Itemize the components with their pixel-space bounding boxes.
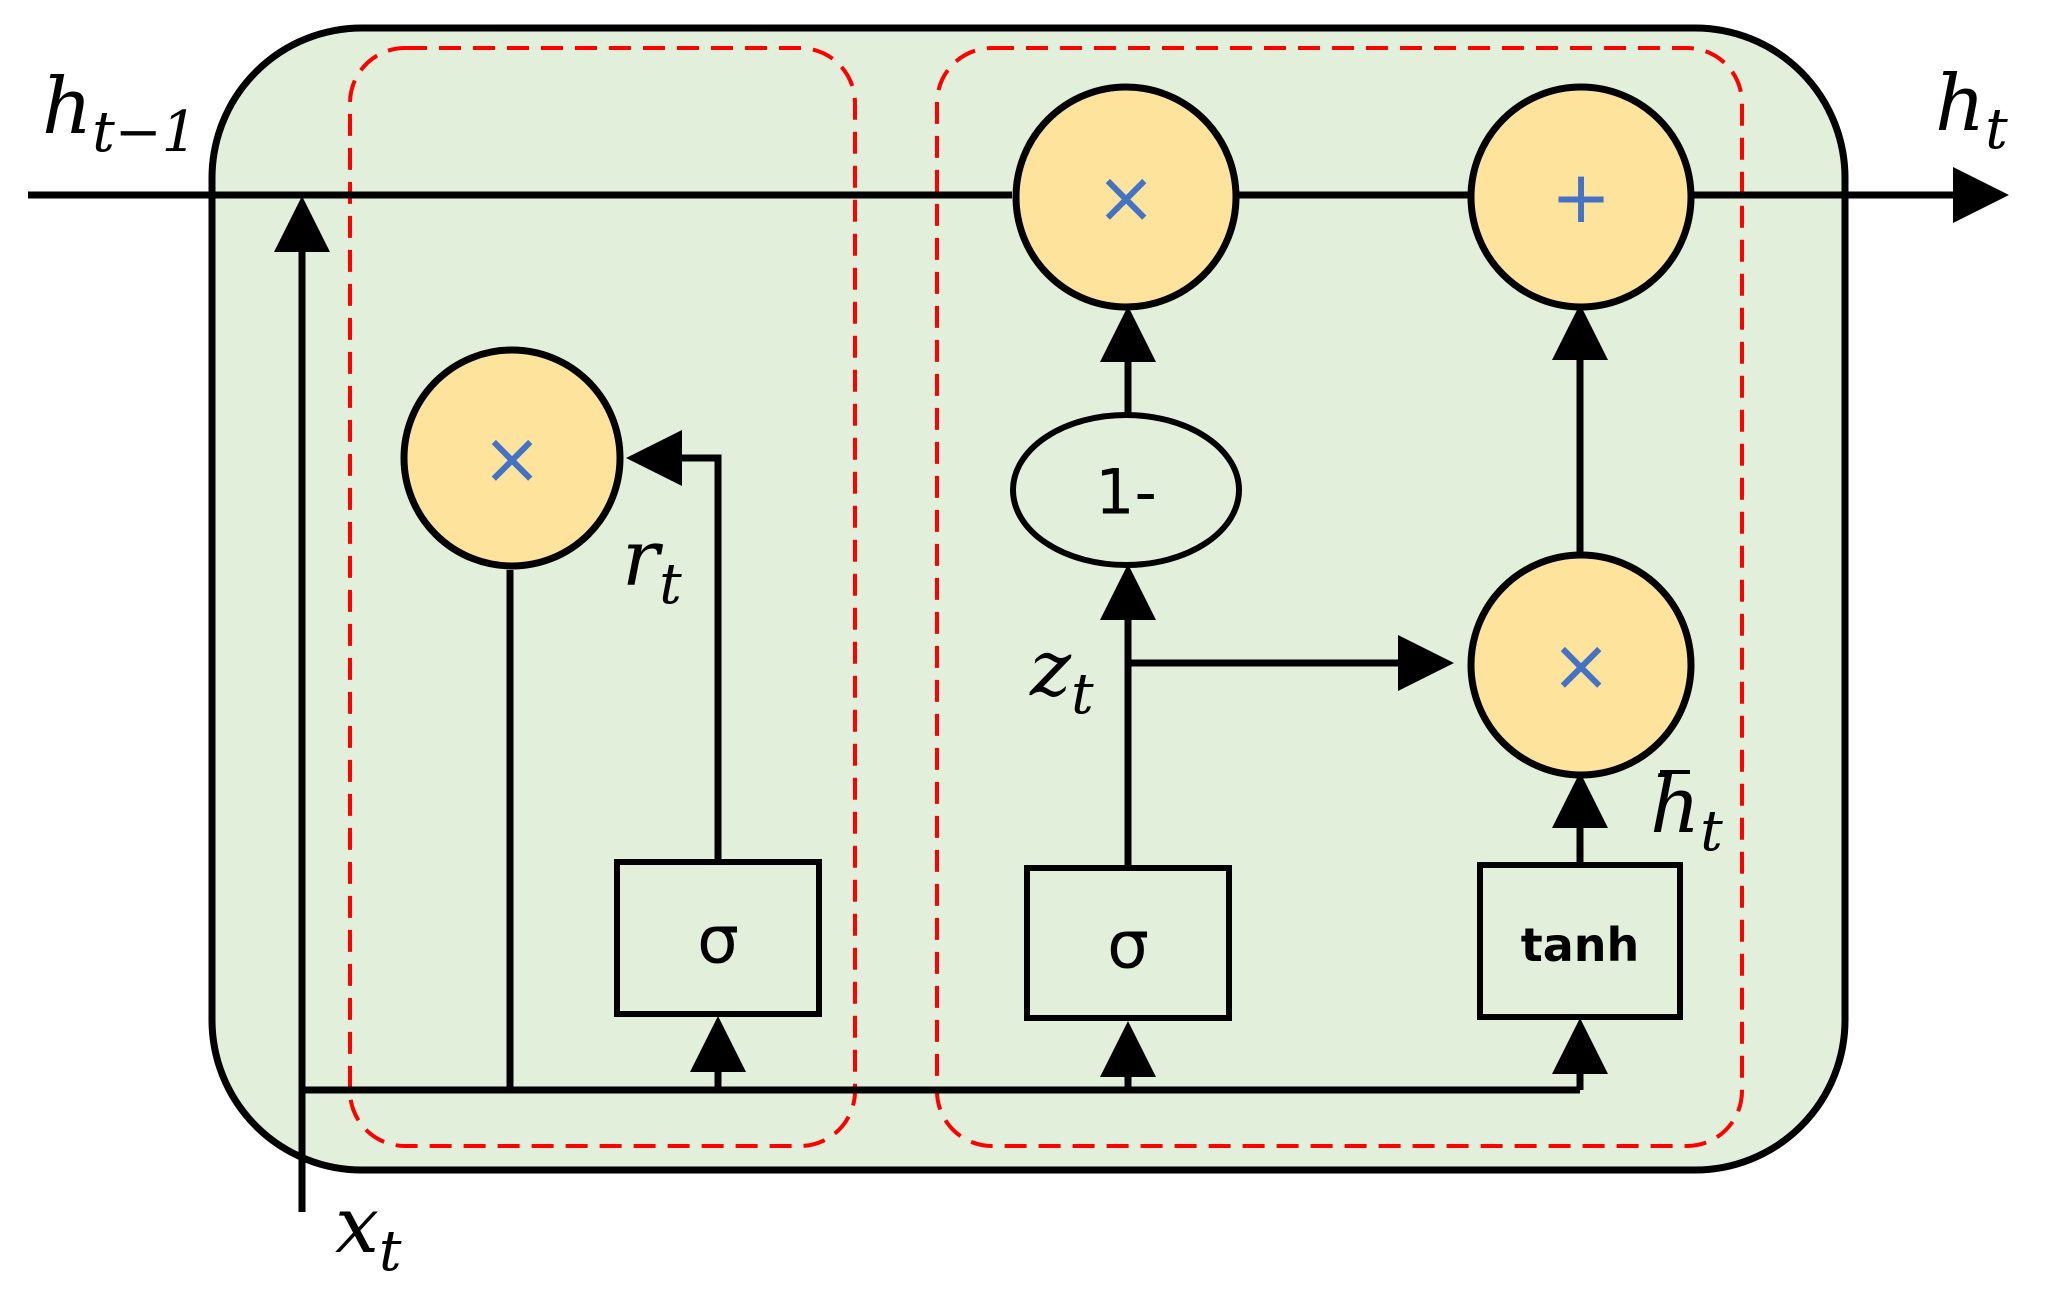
plus-icon: +	[1551, 155, 1611, 239]
label-x-input: xt	[335, 1181, 402, 1284]
gru-cell-body	[208, 24, 1849, 1174]
candidate-tanh-gate: tanh	[1477, 862, 1683, 1020]
multiply-icon: ×	[1096, 155, 1156, 239]
reset-gate-region	[348, 46, 857, 1148]
one-minus-label: 1-	[1095, 456, 1157, 529]
reset-multiply-op: ×	[400, 346, 624, 570]
update-gate-region	[935, 46, 1744, 1148]
reset-sigma-gate: σ	[614, 859, 822, 1017]
update-multiply-top-op: ×	[1012, 83, 1240, 311]
label-h-candidate: ht	[1650, 761, 1723, 864]
sigma-label: σ	[697, 902, 739, 979]
svg-text:ht: ht	[1650, 761, 1723, 864]
tanh-label: tanh	[1521, 918, 1640, 972]
update-add-op: +	[1467, 83, 1695, 311]
update-sigma-gate: σ	[1024, 865, 1232, 1021]
label-r-gate: rt	[622, 514, 682, 617]
multiply-icon: ×	[482, 416, 542, 500]
update-multiply-mid-op: ×	[1467, 551, 1695, 779]
label-h-out: ht	[1935, 59, 2008, 162]
rt-signal-line	[626, 430, 722, 862]
sigma-label: σ	[1107, 907, 1149, 984]
one-minus-op: 1-	[1010, 412, 1242, 568]
label-z-gate: zt	[1029, 624, 1094, 727]
label-h-prev: ht−1	[42, 62, 197, 165]
multiply-icon: ×	[1551, 623, 1611, 707]
